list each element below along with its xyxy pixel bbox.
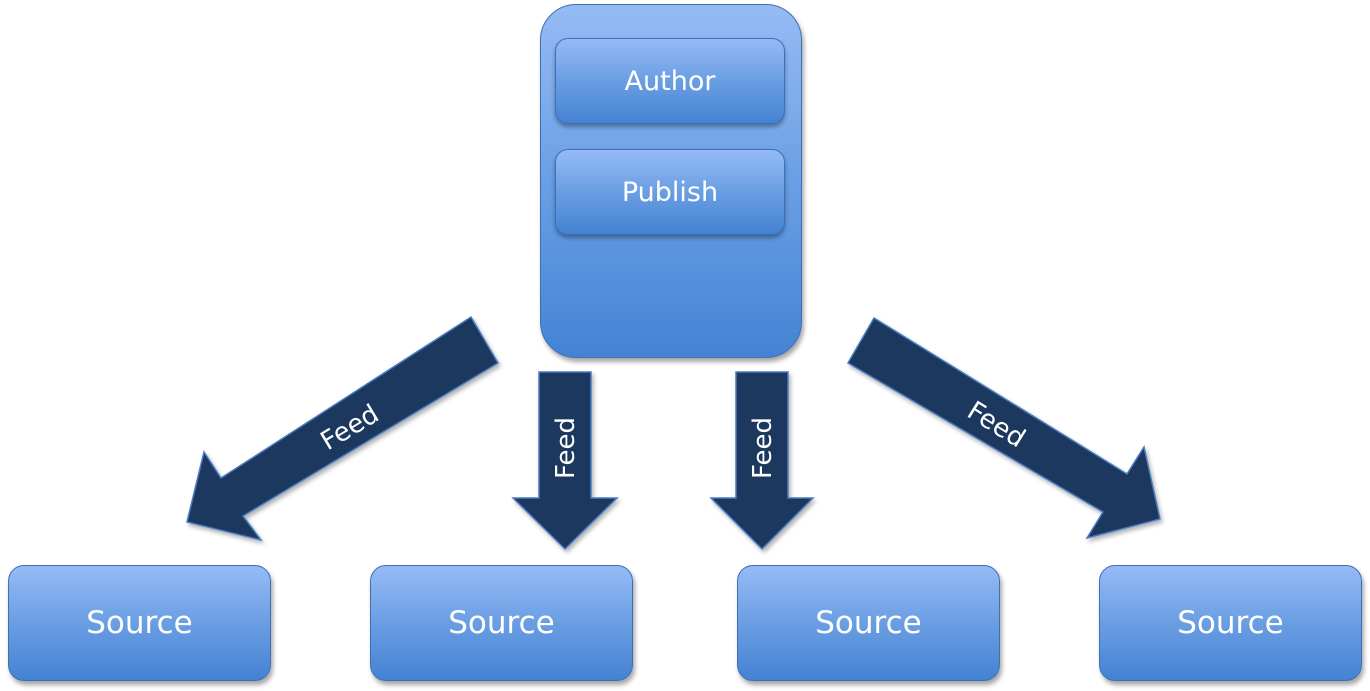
arrow-down-2-shape [709, 371, 815, 551]
source-2-label: Source [448, 605, 555, 641]
source-4-label: Source [1177, 605, 1284, 641]
arrow-down-1-label: Feed [551, 417, 581, 479]
feed-arrow-right: Feed [846, 316, 1161, 540]
arrow-right-shape [846, 316, 1161, 540]
source-box-3: Source [737, 565, 1000, 681]
source-1-label: Source [86, 605, 193, 641]
feed-arrow-down-1: Feed [511, 371, 619, 551]
arrow-down-2-label: Feed [748, 417, 778, 479]
source-box-1: Source [8, 565, 271, 681]
arrow-left-shape [186, 315, 500, 542]
source-3-label: Source [815, 605, 922, 641]
arrow-down-1-shape [511, 371, 619, 551]
feed-arrow-left: Feed [186, 315, 500, 542]
feed-arrow-down-2: Feed [709, 371, 815, 551]
source-box-4: Source [1099, 565, 1362, 681]
source-box-2: Source [370, 565, 633, 681]
